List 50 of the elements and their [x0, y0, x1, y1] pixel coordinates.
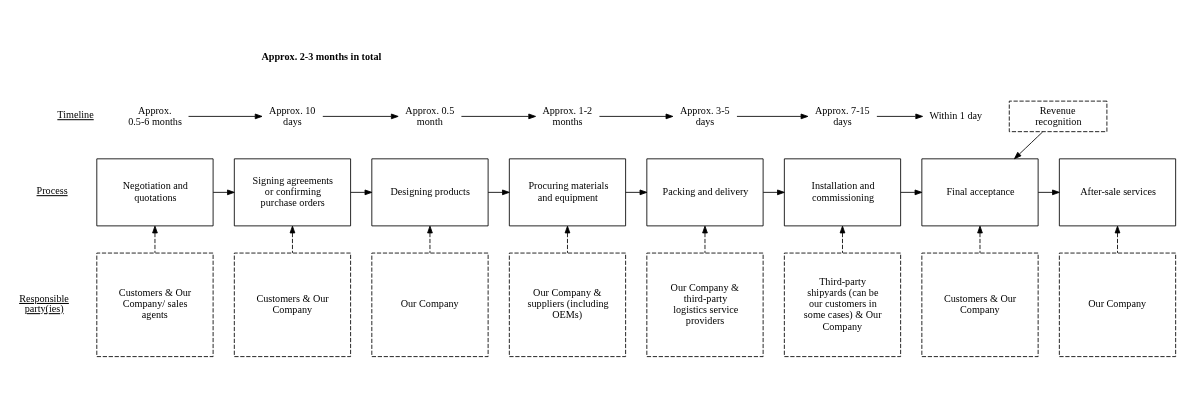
- node-box: After-sale services: [1058, 158, 1177, 227]
- node-text: Approx. 0.5 month: [405, 104, 455, 127]
- arrow: [322, 113, 399, 120]
- node-box: Our Company: [371, 252, 489, 358]
- node-text: Approx. 7-15 days: [814, 104, 870, 127]
- node-box: Our Company & third-party logistics service providers: [646, 252, 764, 358]
- arrow: [762, 189, 785, 196]
- arrow: [487, 189, 510, 196]
- arrow: [977, 225, 983, 254]
- arrow: [702, 225, 708, 254]
- node-text: Approx. 1-2 months: [542, 104, 593, 127]
- arrow: [625, 189, 648, 196]
- label: Timeline: [57, 109, 94, 121]
- node-box: Negotiation and quotations: [96, 158, 214, 227]
- arrow: [900, 189, 923, 196]
- label: Process: [36, 185, 68, 197]
- arrow: [350, 189, 373, 196]
- arrow: [876, 113, 923, 120]
- label: Approx. 2-3 months in total: [261, 51, 382, 63]
- arrow: [1037, 189, 1060, 196]
- arrow: [188, 113, 263, 120]
- arrow: [564, 225, 571, 254]
- node-text: Approx. 10 days: [269, 104, 316, 127]
- node-text: Within 1 day: [929, 110, 983, 122]
- node-text: Approx. 0.5-6 months: [128, 104, 182, 127]
- node-box: Our Company & suppliers (including OEMs): [508, 252, 627, 358]
- arrow: [152, 225, 158, 254]
- node-box: Customers & Our Company: [233, 252, 352, 358]
- node-box: Installation and commissioning: [783, 158, 902, 227]
- node-box: Customers & Our Company/ sales agents: [96, 252, 214, 358]
- arrow: [1114, 225, 1121, 254]
- label: Responsible party(ies): [19, 292, 69, 315]
- node-box: Customers & Our Company: [921, 252, 1039, 358]
- node-box: Procuring materials and equipment: [508, 158, 627, 227]
- arrow: [839, 225, 846, 254]
- arrow: [1014, 131, 1044, 160]
- arrow: [212, 189, 235, 196]
- node-text: Approx. 3-5 days: [679, 104, 730, 127]
- node-box: Packing and delivery: [646, 158, 764, 227]
- node-box: Signing agreements or confirming purchase orders: [233, 158, 352, 227]
- node-box: Our Company: [1058, 252, 1177, 358]
- arrow: [289, 225, 296, 254]
- node-box: Revenue recognition: [1008, 100, 1108, 133]
- arrow: [736, 113, 809, 120]
- arrow: [599, 113, 674, 120]
- node-box: Designing products: [371, 158, 489, 227]
- arrow: [460, 113, 536, 120]
- node-box: Third-party shipyards (can be our customers in some cases) & Our Company: [783, 252, 902, 358]
- node-box: Final acceptance: [921, 158, 1039, 227]
- arrow: [427, 225, 433, 254]
